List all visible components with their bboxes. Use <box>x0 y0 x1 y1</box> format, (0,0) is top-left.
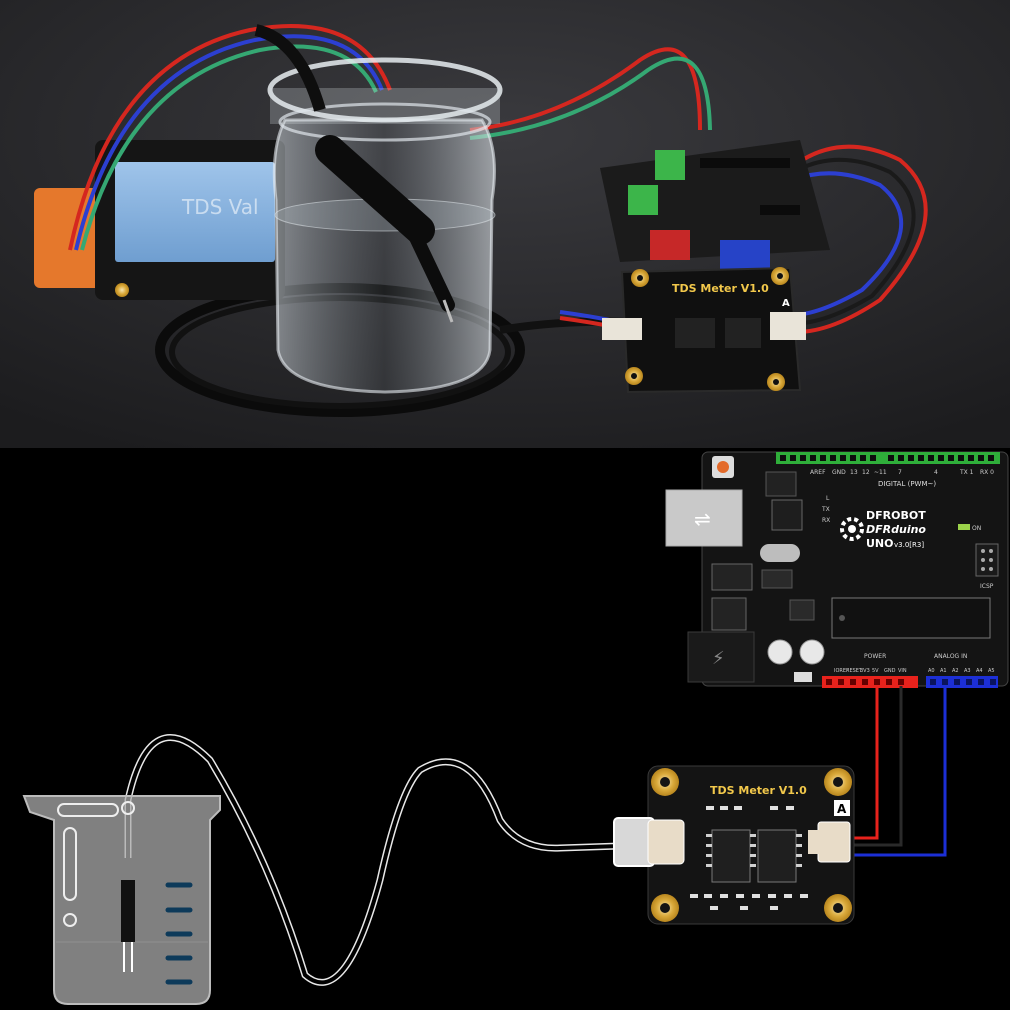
connection-wires <box>852 686 947 857</box>
mcu-chip <box>831 597 991 639</box>
power-header <box>822 676 918 688</box>
lcd-text: TDS Val <box>181 195 259 219</box>
pin-11: ~11 <box>874 469 887 476</box>
pin-a5: A5 <box>988 668 995 674</box>
probe-tip <box>121 880 135 942</box>
water-jar <box>267 57 503 394</box>
reset-button <box>717 461 729 473</box>
arduino-uno-board: AREF GND 13 12 ~11 7 4 TX 1 RX 0 DIGITAL… <box>665 451 1009 688</box>
dfrobot-logo <box>840 517 864 541</box>
aref-label: AREF <box>810 469 826 476</box>
pin-vin: VIN <box>898 668 907 674</box>
photo-board-label: TDS Meter V1.0 <box>672 282 769 295</box>
lcd-module: TDS Val <box>34 140 285 300</box>
pin-reset: RESET <box>846 668 863 674</box>
module-corner-mark: A <box>837 802 847 816</box>
module-label: TDS Meter V1.0 <box>710 784 807 797</box>
pin-5v: 5V <box>872 668 879 674</box>
pin-a4: A4 <box>976 668 983 674</box>
pin-a0: A0 <box>928 668 935 674</box>
pin-a1: A1 <box>940 668 947 674</box>
gnd-wire <box>852 686 903 847</box>
graduation-marks <box>165 882 193 985</box>
op-amp-chip-1 <box>711 829 751 883</box>
arduino-board-photo <box>600 140 830 270</box>
pin-tx: TX 1 <box>959 469 974 476</box>
power-header-label: POWER <box>864 653 886 660</box>
tds-board-photo: TDS Meter V1.0 A <box>602 266 806 394</box>
pin-7: 7 <box>898 469 902 476</box>
version-label: v3.0[R3] <box>894 541 924 549</box>
tds-probe <box>254 24 455 323</box>
vcc-wire <box>852 686 879 840</box>
led-l: L <box>826 495 830 502</box>
usb-port <box>665 489 743 547</box>
led-rx: RX <box>822 517 830 524</box>
wiring-diagram: AREF GND 13 12 ~11 7 4 TX 1 RX 0 DIGITAL… <box>0 448 1010 1010</box>
signal-wire <box>852 686 947 857</box>
pin-4: 4 <box>934 469 938 476</box>
analog-header-label: ANALOG IN <box>934 653 967 660</box>
op-amp-chip-2 <box>757 829 797 883</box>
pin-12: 12 <box>862 469 870 476</box>
output-connector <box>817 821 851 863</box>
on-label: ON <box>972 525 981 532</box>
model-label: DFRduino <box>866 523 926 536</box>
pin-ioref: IOREF <box>834 668 849 674</box>
pin-a3: A3 <box>964 668 971 674</box>
analog-header <box>926 676 998 688</box>
pin-3v3: 3V3 <box>860 668 870 674</box>
pin-rx: RX 0 <box>980 469 994 476</box>
icsp-label: ICSP <box>980 583 994 590</box>
pin-gnd-1: GND <box>884 668 896 674</box>
product-photo: TDS Val <box>0 0 1010 448</box>
photo-corner-mark: A <box>782 298 790 309</box>
gnd-top-label: GND <box>832 469 846 476</box>
pin-a2: A2 <box>952 668 959 674</box>
led-tx: TX <box>821 506 830 513</box>
power-jack <box>687 631 755 683</box>
variant-label: UNO <box>866 537 894 550</box>
power-bolt-icon: ⚡ <box>712 648 725 669</box>
tds-meter-module: TDS Meter V1.0 A <box>613 765 855 925</box>
pin-13: 13 <box>850 469 858 476</box>
probe-cable-diagram <box>124 734 621 986</box>
usb-icon: ⇌ <box>694 507 711 531</box>
beaker <box>22 795 221 1005</box>
brand-label: DFROBOT <box>866 509 926 522</box>
digital-header-label: DIGITAL (PWM~) <box>878 480 936 488</box>
